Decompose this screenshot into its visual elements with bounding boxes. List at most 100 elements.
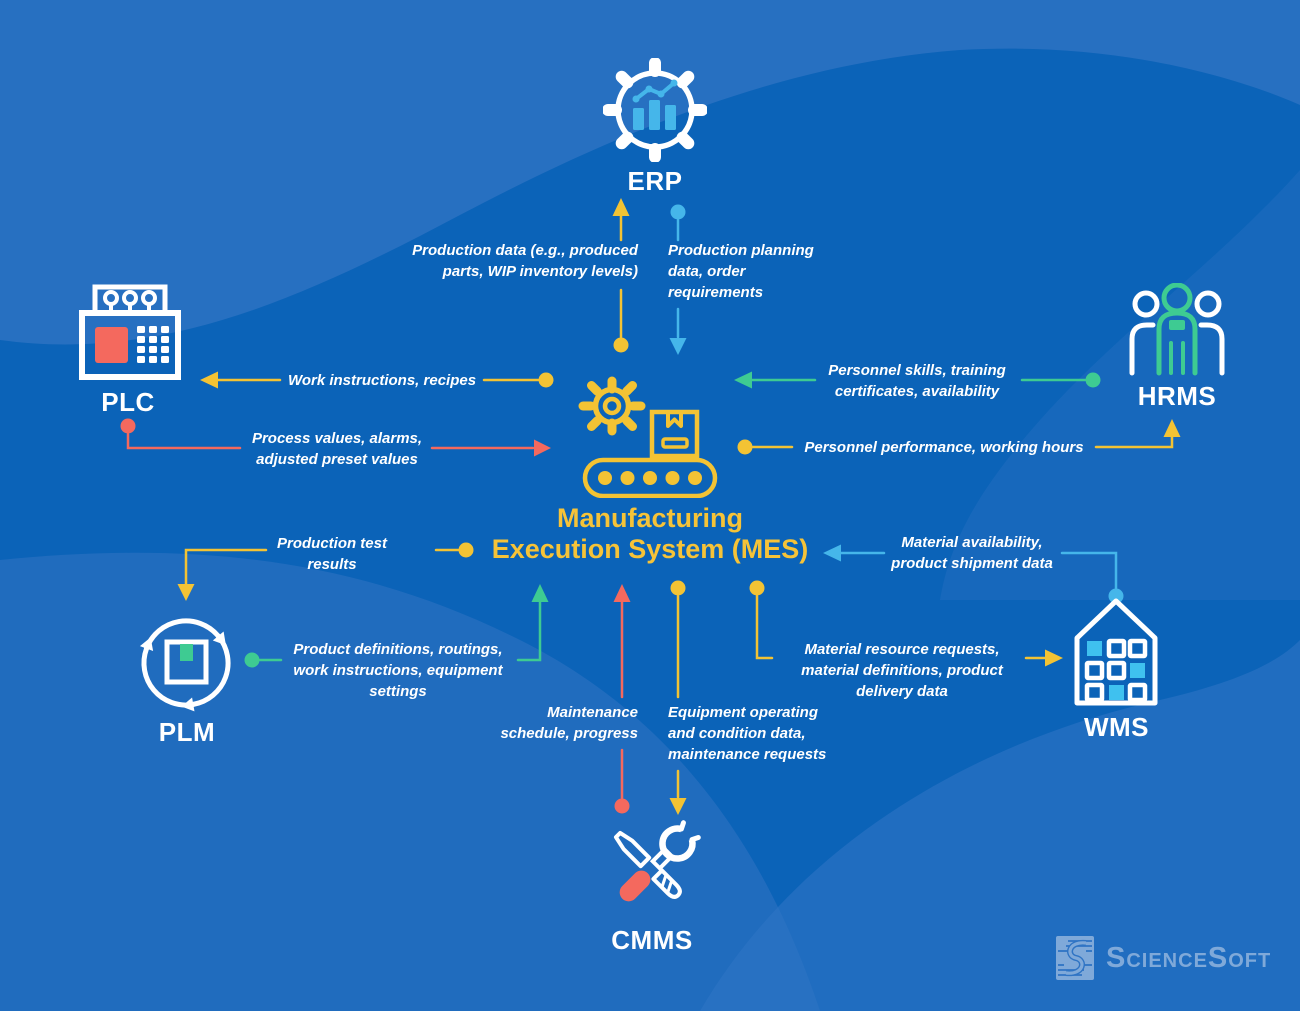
sciencesoft-logo: ScienceSoft [1056,936,1271,980]
flow-line: maintenance requests [668,746,827,763]
system-cmms: CMMS [594,817,710,956]
arrowhead-up [613,584,631,602]
plm-cycle-arrows [139,618,231,712]
plm-box-label [180,644,193,661]
arrowhead-down [177,584,195,601]
flow-label-plm-to-mes: Product definitions, routings, work inst… [278,639,518,702]
flow-line: results [307,556,357,573]
flow-label-erp-to-mes: Production planning data, order requirem… [668,240,888,303]
system-plm: PLM [134,611,240,748]
arrowhead-up [612,198,630,216]
sciencesoft-logo-icon [1056,936,1094,980]
arrowhead-up [1163,419,1181,437]
flow-line: Personnel performance, working hours [804,439,1084,456]
hrms-badge [1169,320,1185,330]
flow-line: Production planning [668,242,814,259]
dot [670,204,686,220]
arrowhead-left [823,544,841,562]
connector-mes-to-cmms [669,580,687,815]
dot [1085,372,1101,388]
flow-line: Material availability, [901,534,1043,551]
erp-icon [603,58,707,162]
erp-chart-glyph [632,79,678,130]
plc-screen [95,327,128,363]
mes-gear [578,376,646,436]
arrowhead-left [734,371,752,389]
arrowhead-right [1045,649,1063,667]
flow-label-mes-to-erp: Production data (e.g., produced parts, W… [338,240,638,282]
flow-label-mes-to-wms: Material resource requests, material def… [782,639,1022,702]
flow-line: certificates, availability [834,383,1000,400]
flow-line: Production test [276,535,387,552]
connector-cmms-to-mes [613,584,631,814]
flow-line: Process values, alarms, [251,430,423,447]
flow-label-hrms-to-mes: Personnel skills, training certificates,… [797,360,1037,402]
connector-wms-to-mes [823,544,1124,604]
dot [1108,588,1124,604]
connector-erp-to-mes [669,204,687,355]
flow-line: work instructions, equipment [293,662,503,679]
system-hrms: HRMS [1118,283,1236,412]
cmms-handle [619,870,651,902]
cmms-label: CMMS [611,925,693,955]
flow-line: Personnel skills, training [828,362,1006,379]
plc-icon [79,284,181,380]
plm-icon [139,618,231,712]
plc-keypad [137,326,169,363]
cmms-screwdriver [613,830,682,899]
flow-label-mes-to-plc: Work instructions, recipes [262,370,502,391]
connector-mes-to-plc [200,371,554,389]
flow-label-mes-to-hrms: Personnel performance, working hours [782,437,1106,458]
connector-mes-to-erp [612,198,630,353]
flow-line: product shipment data [891,555,1053,572]
mes-title-line2: Execution System (MES) [491,534,809,564]
mes-icon [578,376,718,498]
erp-label: ERP [627,166,683,196]
flow-line: Production data (e.g., produced [412,242,638,259]
flow-line: settings [369,683,427,700]
dot [670,580,686,596]
flow-label-mes-to-plm: Production test results [232,533,432,575]
system-erp: ERP [585,58,725,197]
dot [749,580,765,596]
flow-line: Work instructions, recipes [287,372,477,389]
arrowhead-down [669,798,687,815]
connector-plc-to-mes [120,418,551,457]
dot [458,542,474,558]
arrowhead-down [669,338,687,355]
flow-line: data, order [668,263,746,280]
flow-line: material definitions, product [801,662,1003,679]
dot [244,652,260,668]
dot [538,372,554,388]
flow-label-mes-to-cmms: Equipment operating and condition data, … [668,702,888,765]
hrms-icon [1129,283,1225,376]
cmms-wrench [619,820,701,902]
mes-title-line1: Manufacturing [557,503,743,533]
arrowhead-left [200,371,218,389]
plm-label: PLM [158,717,216,747]
connector-mes-to-wms [749,580,1063,667]
connector-mes-to-plm [177,542,474,601]
flow-label-cmms-to-mes: Maintenance schedule, progress [438,702,638,744]
mes-title: Manufacturing Execution System (MES) [400,503,900,565]
sciencesoft-logo-text: ScienceSoft [1106,941,1272,974]
arrowhead-up [531,584,549,602]
flow-line: Product definitions, routings, [293,641,503,658]
wms-icon [1074,598,1158,706]
connector-hrms-to-mes [734,371,1101,389]
dot [614,798,630,814]
flow-line: Maintenance [547,704,638,721]
background-wave-bottomright [700,640,1300,1011]
cmms-icon [613,820,701,902]
flow-label-wms-to-mes: Material availability, product shipment … [852,532,1092,574]
flow-label-plc-to-mes: Process values, alarms, adjusted preset … [217,428,457,470]
arrowhead-right [534,439,551,457]
connector-mes-to-hrms [737,419,1181,455]
hrms-label: HRMS [1137,381,1217,411]
system-wms: WMS [1068,593,1165,743]
connector-plm-to-mes [244,584,549,668]
dot [120,418,136,434]
